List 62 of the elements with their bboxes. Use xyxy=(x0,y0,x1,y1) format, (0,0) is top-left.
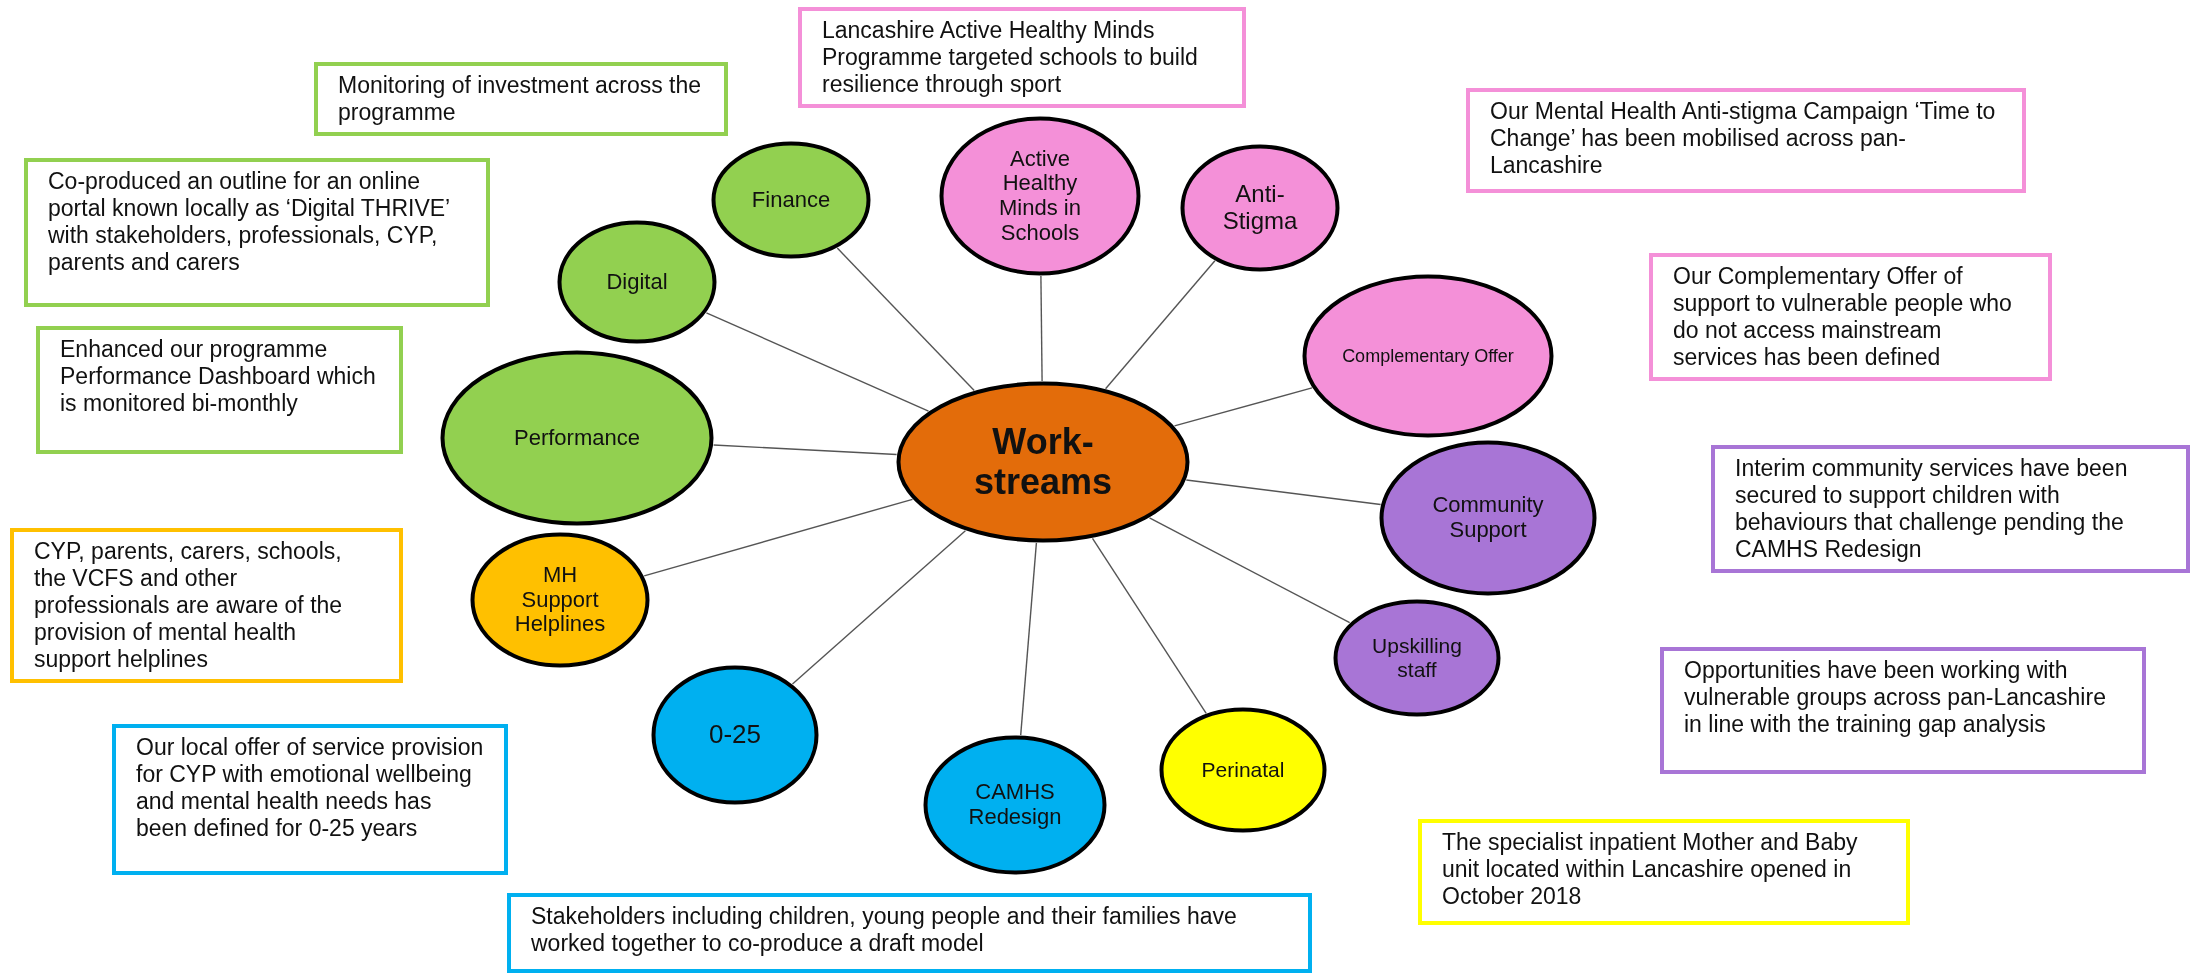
workstream-circle xyxy=(939,116,1141,276)
note-text: The specialist inpatient Mother and Baby unit located within Lancashire opened in October 2018 xyxy=(1442,829,1859,910)
note-text: Lancashire Active Healthy Minds Programme targeted schools to build resilience through sport xyxy=(822,17,1199,98)
note-text: Enhanced our programme Performance Dashboard which is monitored bi-monthly xyxy=(60,336,377,417)
circle-label: Digital xyxy=(606,269,668,295)
note-text: CYP, parents, carers, schools, the VCFS and other professionals are aware of the provision of mental health support helplines xyxy=(34,538,344,673)
note-box xyxy=(1711,445,2190,573)
workstream-circle xyxy=(923,735,1107,875)
connector-line xyxy=(1148,517,1351,624)
note-text: Monitoring of investment across the programme xyxy=(338,72,703,126)
note-text: Our Complementary Offer of support to vulnerable people who do not access mainstream services has been defined xyxy=(1673,263,2013,371)
note-box xyxy=(24,158,490,307)
workstream-circle xyxy=(1180,144,1340,272)
workstream-circle xyxy=(557,220,717,344)
connector-line xyxy=(836,247,975,392)
connector-line xyxy=(1091,537,1207,715)
note-box xyxy=(36,326,403,454)
circle-label: Anti-Stigma xyxy=(1221,181,1299,235)
circle-label: 0-25 xyxy=(708,720,761,750)
workstream-circle xyxy=(1302,274,1554,438)
workstream-circle xyxy=(711,141,871,259)
workstream-circle xyxy=(440,350,714,526)
circle-label: Active Healthy Minds in Schools xyxy=(998,146,1082,246)
note-text: Stakeholders including children, young people and their families have worked together to co-produce a draft model xyxy=(531,903,1238,957)
workstream-circle xyxy=(470,532,650,668)
note-text: Opportunities have been working with vulnerable groups across pan-Lancashire in line with the training gap analysis xyxy=(1684,657,2107,738)
circle-label: Community Support xyxy=(1431,493,1545,543)
note-box xyxy=(798,7,1246,108)
note-box xyxy=(112,724,508,875)
connector-line xyxy=(791,530,967,685)
note-text: Co-produced an outline for an online portal known locally as ‘Digital THRIVE’ with stakeholders, professionals, CYP, parents and carers xyxy=(48,168,451,276)
note-box xyxy=(1649,253,2052,381)
circle-label: Complementary Offer xyxy=(1342,345,1514,367)
workstream-circle xyxy=(651,665,819,805)
connector-line xyxy=(705,312,930,412)
note-text: Our local offer of service provision for CYP with emotional wellbeing and mental health needs has been defined for 0-25 years xyxy=(136,734,484,842)
note-box xyxy=(10,528,403,683)
circle-label: MH Support Helplines xyxy=(513,563,607,637)
circle-label: Performance xyxy=(514,425,640,451)
circle-label: Upskilling staff xyxy=(1371,634,1463,682)
note-box xyxy=(1418,819,1910,925)
connector-line xyxy=(712,444,898,456)
workstream-circle xyxy=(1333,599,1501,717)
hub-ellipse xyxy=(896,381,1190,543)
note-box xyxy=(314,62,728,136)
connector-line xyxy=(1040,275,1043,382)
workstream-circle xyxy=(1379,440,1597,596)
note-box xyxy=(1466,88,2026,193)
connector-line xyxy=(1020,542,1038,736)
connector-line xyxy=(1104,260,1216,390)
connector-line xyxy=(643,498,914,577)
note-text: Interim community services have been secured to support children with behaviours that challenge pending the CAMHS Redesign xyxy=(1735,455,2129,563)
note-box xyxy=(1660,647,2146,774)
circle-label: CAMHS Redesign xyxy=(967,780,1063,830)
circle-label: Finance xyxy=(751,187,831,213)
workstream-circle xyxy=(1159,707,1327,833)
connector-line xyxy=(1173,387,1313,427)
note-text: Our Mental Health Anti-stigma Campaign ‘Time to Change’ has been mobilised across pan-Lancashire xyxy=(1490,98,1997,179)
circle-label: Work-streams xyxy=(972,421,1114,503)
circle-label: Perinatal xyxy=(1201,758,1285,782)
note-box xyxy=(507,893,1312,973)
connector-line xyxy=(1185,479,1382,506)
